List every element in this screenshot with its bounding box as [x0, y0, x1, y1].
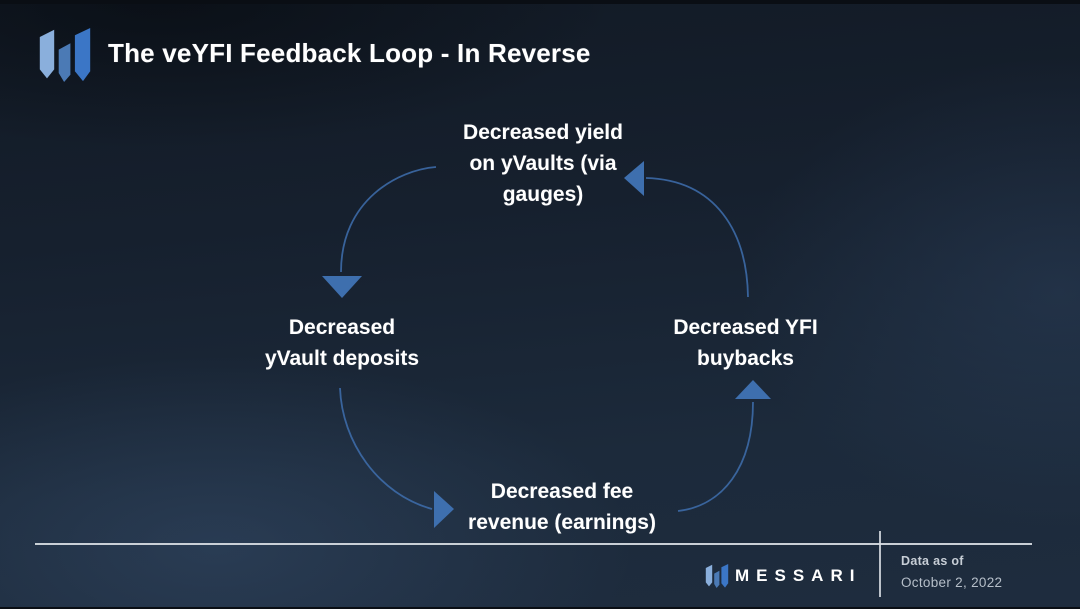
data-as-of-label: Data as of — [901, 554, 964, 568]
arrowhead-left-icon — [624, 161, 644, 196]
node-line: revenue (earnings) — [468, 511, 656, 534]
arrowhead-down-icon — [322, 276, 362, 298]
node-decreased-fee-revenue: Decreased fee revenue (earnings) — [407, 476, 717, 538]
node-line: gauges) — [502, 183, 584, 206]
arrowhead-right-icon — [434, 491, 454, 528]
top-letterbox-strip — [0, 0, 1080, 4]
node-line: Decreased — [288, 316, 396, 339]
node-line: Decreased fee — [490, 480, 634, 503]
node-line: Decreased YFI — [673, 316, 818, 339]
messari-wordmark-icon — [705, 564, 729, 588]
node-line: yVault deposits — [264, 347, 420, 370]
messari-wordmark: MESSARI — [735, 566, 862, 585]
page-title: The veYFI Feedback Loop - In Reverse — [108, 38, 591, 68]
node-line: on yVaults (via — [469, 152, 617, 175]
arrowhead-up-icon — [735, 380, 771, 399]
node-decreased-yield: Decreased yield on yVaults (via gauges) — [393, 117, 693, 210]
footer-rule — [35, 543, 1032, 545]
node-line: Decreased yield — [463, 121, 623, 144]
node-decreased-yvault-deposits: Decreased yVault deposits — [212, 312, 472, 374]
arrow-left-to-bottom — [339, 387, 433, 510]
bottom-letterbox-strip — [0, 607, 1080, 609]
data-as-of-date: October 2, 2022 — [901, 575, 1003, 590]
node-decreased-yfi-buybacks: Decreased YFI buybacks — [613, 312, 878, 374]
node-line: buybacks — [697, 347, 794, 370]
arrow-top-to-left — [340, 166, 437, 273]
data-as-of-block: Data as of October 2, 2022 — [901, 554, 1002, 590]
arrow-bottom-to-right — [677, 401, 754, 512]
arrow-right-to-top — [645, 177, 749, 298]
footer-divider — [879, 531, 881, 597]
